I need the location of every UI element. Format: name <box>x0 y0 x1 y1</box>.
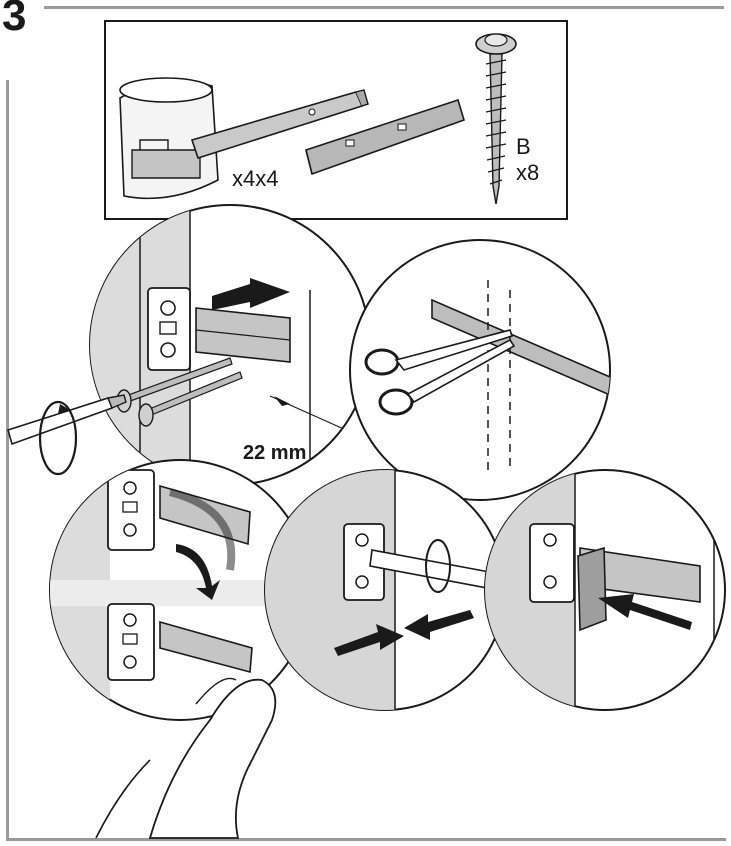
detail-circle-cut-rail <box>349 239 611 501</box>
long-rail-icon <box>190 89 369 160</box>
plastic-bag-icon <box>119 77 219 200</box>
rotate-arrow-icon <box>38 400 78 476</box>
step-number: 3 <box>2 0 27 40</box>
arrow-left-icon <box>334 624 404 656</box>
bottom-frame-line <box>6 838 726 841</box>
gap-dimension-label: 22 mm <box>243 442 307 464</box>
short-rail-icon <box>305 98 465 176</box>
rail-quantity-label: x4x4 <box>232 166 279 191</box>
detail-circle-snap-rail <box>49 459 311 721</box>
hand-icon <box>95 677 277 839</box>
arrow-left-icon <box>598 594 692 630</box>
arrow-left-icon <box>212 278 290 310</box>
arrow-right-icon <box>404 610 474 640</box>
scissors-icon <box>364 329 516 416</box>
detail-circle-insert-clip <box>484 469 726 711</box>
screw-quantity-label: x8 <box>516 160 540 185</box>
screwdriver-icon <box>7 394 127 476</box>
detail-circle-mount-bracket <box>89 204 371 486</box>
screw-letter-label: B <box>516 134 531 159</box>
left-frame-line <box>6 80 9 840</box>
top-frame-line <box>44 6 724 9</box>
screw-icon <box>475 33 517 205</box>
curved-arrow-icon <box>176 544 220 600</box>
